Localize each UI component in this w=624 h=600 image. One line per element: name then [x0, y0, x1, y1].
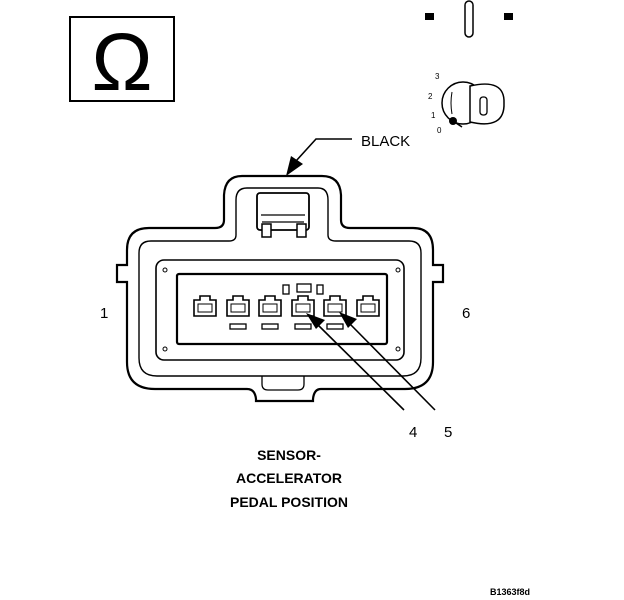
color-callout: BLACK [286, 133, 410, 176]
ignition-position-3: 3 [435, 72, 440, 81]
terminal-pin-2 [226, 295, 250, 330]
callout-arrows [306, 312, 436, 411]
pin-label-right: 6 [462, 305, 470, 322]
connector-color-label: BLACK [361, 133, 410, 150]
ignition-switch-icon: 3 2 1 0 [425, 0, 513, 135]
ohmmeter-icon: Ω [69, 16, 175, 108]
callout-label-4: 4 [409, 424, 417, 441]
ignition-position-1: 1 [431, 111, 436, 120]
caption-line-2: ACCELERATOR [236, 470, 342, 486]
terminal-pin-1 [193, 295, 217, 317]
ignition-position-0: 0 [437, 126, 442, 135]
figure-id: B1363f8d [490, 587, 530, 597]
callout-label-5: 5 [444, 424, 452, 441]
terminal-pin-6 [356, 295, 380, 317]
terminal-pin-5 [323, 295, 347, 330]
pin-label-left: 1 [100, 305, 108, 322]
caption-line-1: SENSOR- [257, 447, 321, 463]
terminal-pin-3 [258, 295, 282, 330]
caption-line-3: PEDAL POSITION [230, 494, 348, 510]
ohm-symbol: Ω [91, 17, 152, 108]
connector-icon [115, 174, 445, 403]
ignition-position-2: 2 [428, 92, 433, 101]
terminal-pin-4 [291, 295, 315, 330]
